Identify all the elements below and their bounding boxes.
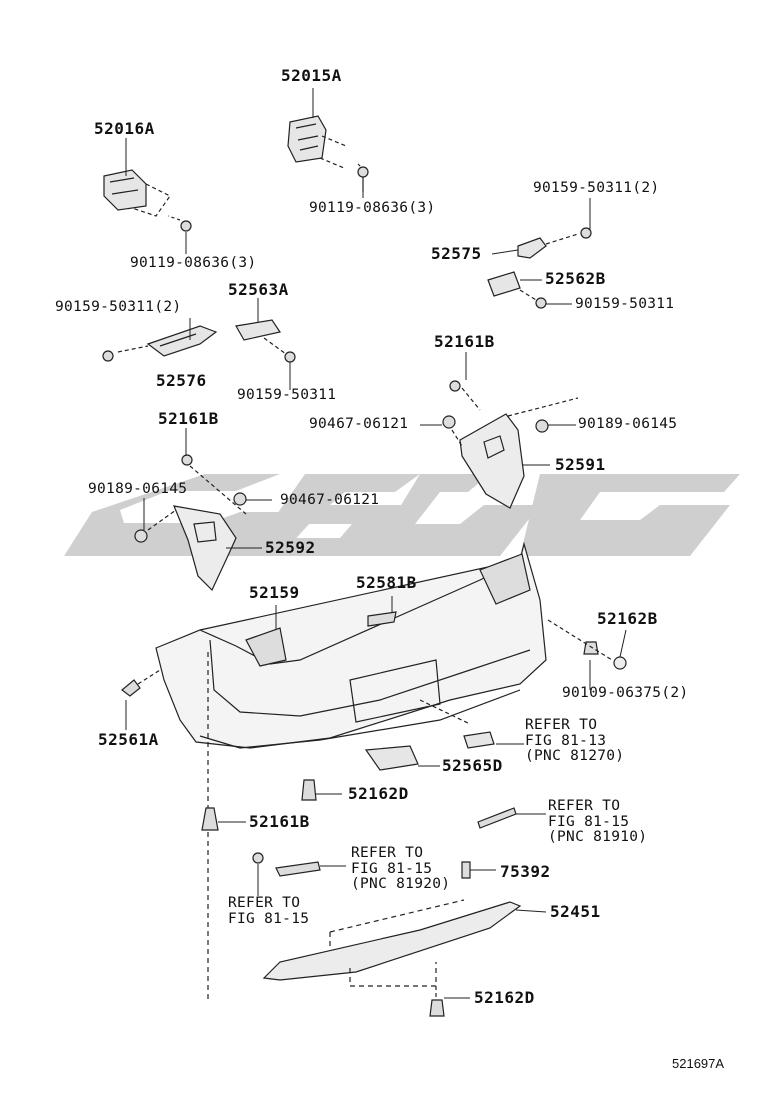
part-52575 [517, 227, 592, 259]
label-52565D: 52565D [442, 756, 503, 775]
part-52451 [262, 899, 522, 1017]
label-52161B-b: 52161B [158, 409, 219, 428]
label-90159-50311-2-b: 90159-50311(2) [55, 299, 182, 315]
label-52159: 52159 [249, 583, 300, 602]
part-52563A [235, 319, 296, 363]
part-52591 [442, 380, 579, 509]
label-refer-fig-81-15-a: REFER TO FIG 81-15 (PNC 81910) [548, 798, 648, 845]
label-52162B: 52162B [597, 609, 658, 628]
label-90159-50311-2-a: 90159-50311(2) [533, 180, 660, 196]
label-refer-fig-81-15-b: REFER TO FIG 81-15 (PNC 81920) [351, 845, 451, 892]
label-52591: 52591 [555, 455, 606, 474]
leader-lines [125, 88, 627, 999]
label-52162D-b: 52162D [474, 988, 535, 1007]
label-52016A: 52016A [94, 119, 155, 138]
clips [121, 619, 627, 831]
label-90159-50311-a: 90159-50311 [575, 296, 675, 312]
label-52161B-c: 52161B [249, 812, 310, 831]
screw-90119-a [357, 163, 369, 192]
part-52562B [487, 271, 547, 309]
reflector-strips [252, 807, 517, 879]
figure-code: 521697A [672, 1056, 725, 1071]
label-90189-06145-b: 90189-06145 [88, 481, 188, 497]
part-52565D [364, 699, 495, 771]
label-90467-06121-a: 90467-06121 [309, 416, 409, 432]
label-52162D-a: 52162D [348, 784, 409, 803]
label-90189-06145-a: 90189-06145 [578, 416, 678, 432]
label-52451: 52451 [550, 902, 601, 921]
label-90159-50311-b: 90159-50311 [237, 387, 337, 403]
label-52592: 52592 [265, 538, 316, 557]
part-52576 [102, 325, 218, 362]
label-52161B-a: 52161B [434, 332, 495, 351]
label-52581B: 52581B [356, 573, 417, 592]
label-52562B: 52562B [545, 269, 606, 288]
label-52015A: 52015A [281, 66, 342, 85]
label-52575: 52575 [431, 244, 482, 263]
part-52592 [134, 454, 247, 592]
label-90119-08636-b: 90119-08636(3) [130, 255, 257, 271]
label-90109-06375: 90109-06375(2) [562, 685, 689, 701]
label-90467-06121-b: 90467-06121 [280, 492, 380, 508]
label-52561A: 52561A [98, 730, 159, 749]
label-52576: 52576 [156, 371, 207, 390]
label-90119-08636-a: 90119-08636(3) [309, 200, 436, 216]
watermark-logo [64, 474, 740, 556]
part-drawings [102, 115, 627, 1017]
part-52016A [103, 169, 192, 232]
part-52015A [287, 115, 347, 169]
label-52563A: 52563A [228, 280, 289, 299]
part-rear-bumper [155, 541, 547, 1000]
label-refer-fig-81-13: REFER TO FIG 81-13 (PNC 81270) [525, 717, 625, 764]
label-refer-fig-81-15-c: REFER TO FIG 81-15 [228, 895, 310, 927]
label-75392: 75392 [500, 862, 551, 881]
